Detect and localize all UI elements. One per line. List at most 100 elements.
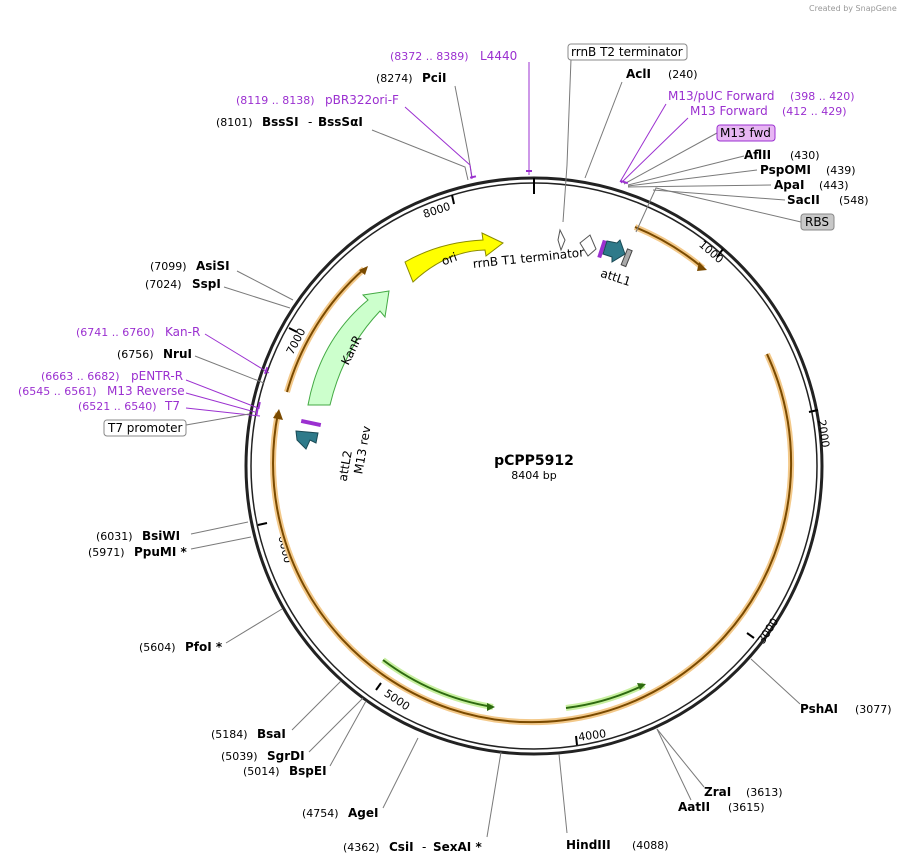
attl2-arrow xyxy=(295,430,319,450)
leader-t7-promoter xyxy=(185,413,250,426)
leader-bsiwi xyxy=(190,521,249,535)
l4440-mark xyxy=(526,170,532,172)
bsssi-pos: (8101) xyxy=(216,116,253,129)
tick-label-4000: 4000 xyxy=(577,727,607,744)
asisi-pos: (7099) xyxy=(150,260,187,273)
leader-lines xyxy=(185,58,802,838)
csii-name-2: SexAI * xyxy=(433,840,482,854)
agei-pos: (4754) xyxy=(302,807,339,820)
leader-acli xyxy=(584,81,623,179)
ppumi-name: PpuMI * xyxy=(134,545,188,559)
leader-pbr322 xyxy=(404,106,473,180)
leader-m13fwd-box xyxy=(623,132,718,185)
leader-csii xyxy=(486,751,502,838)
acli-pos: (240) xyxy=(668,68,698,81)
leader-rrnb-t2 xyxy=(562,58,572,223)
sacii-name: SacII xyxy=(787,193,820,207)
labels-left: (7099) AsiSI (7024) SspI (6741 .. 6760) … xyxy=(18,259,230,654)
attl2-label: attL2 xyxy=(336,449,355,482)
bspei-pos: (5014) xyxy=(243,765,280,778)
pshai-name: PshAI xyxy=(800,702,838,716)
green-arc-1 xyxy=(382,659,494,708)
pshai-pos: (3077) xyxy=(855,703,892,716)
bsssi-name: BssSI xyxy=(262,115,299,129)
apai-pos: (443) xyxy=(819,179,849,192)
rrnb-t1-glyph-2 xyxy=(579,234,597,257)
m13-rev-primer-mark xyxy=(300,418,322,428)
m13rev-primer-mark xyxy=(255,407,259,416)
orf-arc-1-glow xyxy=(633,224,705,271)
pcii-name: PciI xyxy=(422,71,447,85)
rrnb-t2-label: rrnB T2 terminator xyxy=(571,45,683,59)
pfoi-name: PfoI * xyxy=(185,640,223,654)
t7-promoter-box xyxy=(103,419,187,437)
pbr322-mark xyxy=(469,175,477,179)
m13-fwd-box xyxy=(716,124,776,142)
pbr322-pos: (8119 .. 8138) xyxy=(236,94,315,107)
bsssi-dash: - xyxy=(308,115,312,129)
plasmid-length: 8404 bp xyxy=(511,469,556,482)
m13fwd-mark xyxy=(619,179,629,185)
pentr-mark xyxy=(257,401,261,410)
bsiwi-name: BsiWI xyxy=(142,529,180,543)
sspi-name: SspI xyxy=(192,277,221,291)
zrai-pos: (3613) xyxy=(746,786,783,799)
l4440-name: L4440 xyxy=(480,49,517,63)
rbs-box xyxy=(800,213,835,231)
attl1-arrow xyxy=(602,239,626,263)
labels-top: (8372 .. 8389) L4440 (8274) PciI (8119 .… xyxy=(216,43,869,231)
tick-2000 xyxy=(808,409,819,413)
kanr-primer-pos: (6741 .. 6760) xyxy=(76,326,155,339)
kanr-primer-name: Kan-R xyxy=(165,325,200,339)
orf-arcs xyxy=(270,224,795,726)
kanr-feature: KanR xyxy=(307,290,390,406)
l4440-pos: (8372 .. 8389) xyxy=(390,50,469,63)
m13puc-pos: (398 .. 420) xyxy=(790,90,855,103)
m13-rev-label: M13 rev xyxy=(351,425,373,475)
leader-bsssi xyxy=(371,129,469,181)
leader-pcii xyxy=(454,85,473,178)
orf-arc-2-arrow xyxy=(273,409,283,420)
csii-name: CsiI xyxy=(389,840,414,854)
green-arcs xyxy=(381,657,646,711)
t7-name: T7 xyxy=(164,399,180,413)
leader-pshai xyxy=(750,658,801,705)
tick-label-3000: 3000 xyxy=(755,616,781,647)
leader-kanr-primer xyxy=(204,333,270,374)
bsiwi-pos: (6031) xyxy=(96,530,133,543)
tick-label-1000: 1000 xyxy=(696,238,726,266)
m13fwd-name: M13 Forward xyxy=(690,104,768,118)
leader-ppumi xyxy=(190,536,252,550)
tick-8000 xyxy=(451,194,455,205)
leader-zrai xyxy=(656,728,705,788)
leader-pfoi xyxy=(225,608,283,644)
pentr-name: pENTR-R xyxy=(131,369,183,383)
apai-name: ApaI xyxy=(774,178,804,192)
orf-arc-3 xyxy=(286,268,365,393)
rrnb-t2-box xyxy=(567,43,688,61)
ppumi-pos: (5971) xyxy=(88,546,125,559)
orf-arc-2 xyxy=(272,353,793,724)
t7-promoter-label: T7 promoter xyxy=(107,421,183,435)
rrnb-t1-glyph-1 xyxy=(557,228,566,252)
leader-aflii xyxy=(627,155,745,186)
aflii-pos: (430) xyxy=(790,149,820,162)
kanr-arrow xyxy=(307,290,390,406)
m13fwd-pos: (412 .. 429) xyxy=(782,105,847,118)
zrai-name: ZraI xyxy=(704,785,731,799)
attl1-feature: attL1 xyxy=(597,239,633,289)
snapgene-credit: Created by SnapGene xyxy=(809,4,897,13)
m13rev-name: M13 Reverse xyxy=(107,384,185,398)
bsssi-name-2: BssSαI xyxy=(318,115,363,129)
labels-bottom: (5184) BsaI (5039) SgrDI (5014) BspEI (4… xyxy=(211,702,892,854)
leader-asisi xyxy=(236,270,294,301)
bspei-name: BspEI xyxy=(289,764,327,778)
sgrdi-name: SgrDI xyxy=(267,749,305,763)
aflii-name: AflII xyxy=(744,148,771,162)
leader-agei xyxy=(382,737,419,809)
pspomi-pos: (439) xyxy=(826,164,856,177)
leader-sspi xyxy=(223,286,291,309)
orf-arc-1-arrow xyxy=(697,262,707,271)
